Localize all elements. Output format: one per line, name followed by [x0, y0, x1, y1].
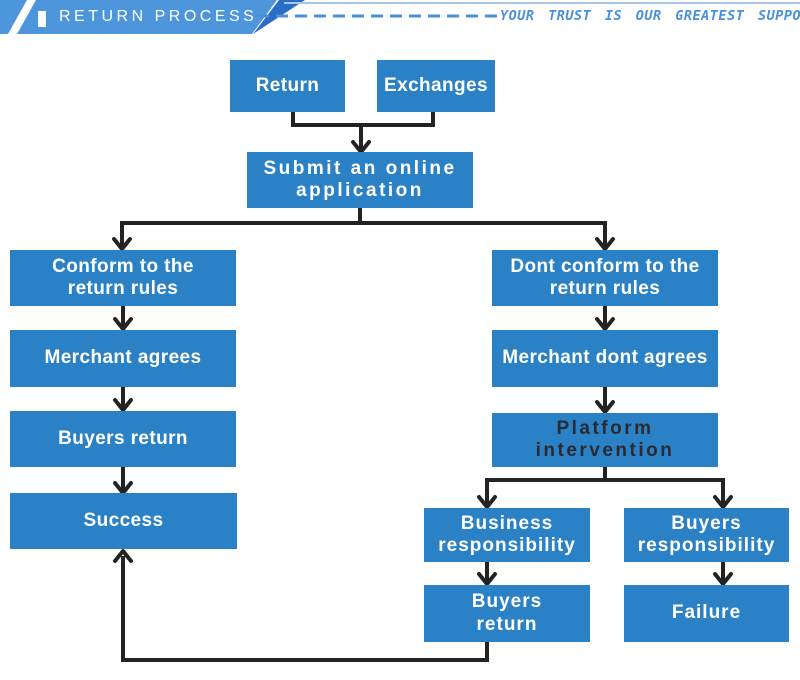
- node-business-responsibility-label: Business responsibility: [438, 512, 576, 556]
- node-failure: Failure: [624, 585, 789, 642]
- node-buyers-return-2: Buyers return: [424, 585, 590, 642]
- node-buyers-return: Buyers return: [10, 411, 236, 467]
- node-buyers-responsibility-label: Buyers responsibility: [637, 512, 776, 556]
- node-merchant-dont-agrees: Merchant dont agrees: [492, 330, 718, 387]
- node-return: Return: [230, 60, 345, 112]
- node-platform-intervention: Platform intervention: [492, 413, 718, 467]
- node-failure-label: Failure: [671, 602, 742, 624]
- node-conform-rules-label: Conform to the return rules: [52, 255, 194, 299]
- node-dont-conform-rules: Dont conform to the return rules: [492, 250, 718, 306]
- title-marker-icon: [38, 11, 46, 27]
- node-success: Success: [10, 493, 237, 549]
- node-submit-application-label: Submit an online application: [263, 157, 457, 201]
- header-banner: [0, 0, 800, 34]
- node-exchanges-label: Exchanges: [384, 74, 488, 96]
- page-title: RETURN PROCESS: [59, 8, 258, 25]
- node-dont-conform-rules-label: Dont conform to the return rules: [510, 255, 700, 299]
- node-buyers-return-label: Buyers return: [58, 427, 188, 449]
- node-business-responsibility: Business responsibility: [424, 508, 590, 562]
- tagline: YOUR TRUST IS OUR GREATEST SUPPORT: [500, 8, 800, 24]
- node-merchant-dont-agrees-label: Merchant dont agrees: [502, 347, 708, 369]
- banner-slash-icon: [8, 0, 36, 34]
- node-success-label: Success: [83, 509, 164, 531]
- node-buyers-responsibility: Buyers responsibility: [624, 508, 789, 562]
- top-divider-line: [284, 2, 800, 4]
- node-buyers-return-2-label: Buyers return: [471, 591, 543, 635]
- node-merchant-agrees: Merchant agrees: [10, 330, 236, 387]
- node-conform-rules: Conform to the return rules: [10, 250, 236, 306]
- node-return-label: Return: [255, 74, 320, 96]
- node-merchant-agrees-label: Merchant agrees: [44, 347, 202, 369]
- flowchart-connectors: [112, 112, 733, 662]
- node-submit-application: Submit an online application: [247, 152, 473, 208]
- node-exchanges: Exchanges: [377, 60, 495, 112]
- node-platform-intervention-label: Platform intervention: [535, 417, 675, 461]
